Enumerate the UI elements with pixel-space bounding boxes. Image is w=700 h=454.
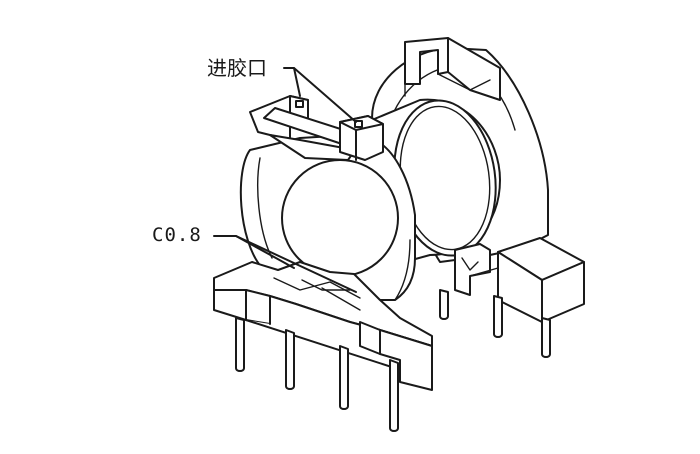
gate-hole-left (295, 100, 304, 108)
pin-5 (439, 289, 449, 320)
front-bore (281, 159, 399, 277)
front-base (213, 261, 433, 391)
pin-3 (339, 345, 349, 410)
pin-4 (389, 359, 399, 432)
pin-6 (493, 295, 503, 338)
gate-hole-right (354, 120, 363, 128)
leader-lines (213, 67, 357, 293)
front-pins (235, 317, 399, 432)
pin-2 (285, 329, 295, 390)
pin-1 (235, 317, 245, 372)
gate-label: 进胶口 (207, 56, 267, 80)
chamfer-label: C0.8 (152, 224, 202, 246)
pin-7 (541, 317, 551, 358)
rear-pins (439, 289, 551, 358)
gate-bridge (249, 95, 384, 161)
rear-base (454, 237, 585, 323)
